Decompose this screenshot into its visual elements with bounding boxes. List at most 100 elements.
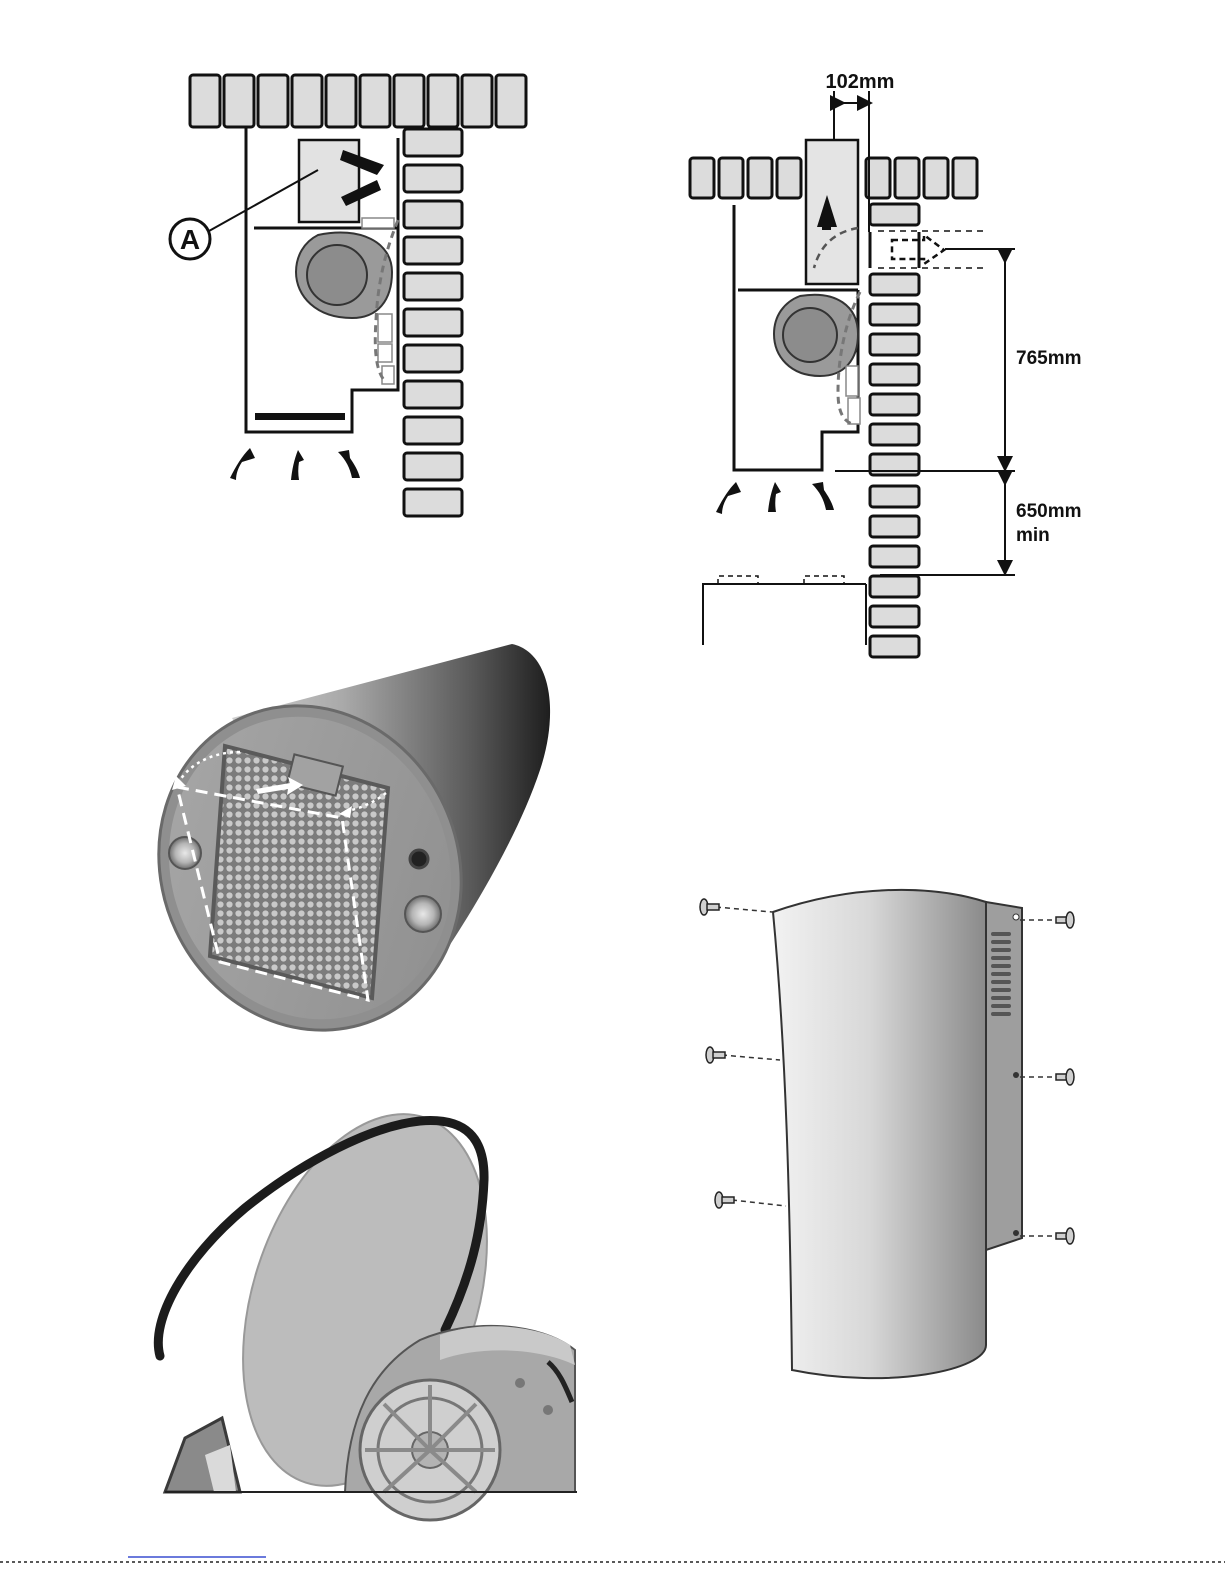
carbon-filter-box	[299, 140, 359, 222]
brick	[748, 158, 772, 198]
brick	[870, 486, 919, 507]
brick	[404, 165, 462, 192]
brick	[924, 158, 948, 198]
screw-shaft	[707, 904, 719, 910]
brick	[394, 75, 424, 127]
brick	[404, 381, 462, 408]
grease-filter	[255, 413, 345, 420]
screw-shaft	[713, 1052, 725, 1058]
screw-hole	[1013, 1072, 1019, 1078]
screw-head	[1066, 1228, 1074, 1244]
vent-slot	[991, 1004, 1011, 1008]
brick	[870, 364, 919, 385]
fan-impeller	[307, 245, 367, 305]
control-box	[378, 344, 392, 362]
cooktop-burner	[804, 576, 844, 584]
vent-slot	[991, 932, 1011, 936]
vent-slot	[991, 980, 1011, 984]
cooktop-burner	[718, 576, 758, 584]
control-box	[378, 314, 392, 342]
ducted-diagram: 102mm 765mm 650mm min	[690, 71, 1082, 657]
cooktop-outline	[703, 584, 866, 645]
intake-arrow	[230, 448, 255, 480]
screw-head	[1066, 912, 1074, 928]
screw-guide-line	[732, 1200, 786, 1206]
brick	[870, 606, 919, 627]
screw-shaft	[722, 1197, 734, 1203]
brick	[190, 75, 220, 127]
chimney-cover	[773, 890, 986, 1378]
brick	[719, 158, 743, 198]
brick	[690, 158, 714, 198]
brick	[404, 345, 462, 372]
screws-left	[700, 899, 734, 1208]
brick	[404, 201, 462, 228]
screw-head	[1066, 1069, 1074, 1085]
dimension-label-765mm: 765mm	[1016, 348, 1082, 369]
brick	[326, 75, 356, 127]
vent-slot	[991, 996, 1011, 1000]
intake-arrow	[291, 450, 304, 480]
vent-slot	[991, 964, 1011, 968]
brick	[496, 75, 526, 127]
ceiling-bricks	[190, 75, 526, 127]
recirculation-diagram: A	[170, 75, 526, 516]
dimension-label-102mm: 102mm	[826, 71, 895, 93]
screw	[700, 899, 719, 915]
screws-right	[1056, 912, 1074, 1244]
brick	[870, 576, 919, 597]
brick	[404, 129, 462, 156]
brick	[870, 636, 919, 657]
screw-head	[543, 1405, 553, 1415]
vent-slot	[991, 956, 1011, 960]
fan-impeller	[783, 308, 837, 362]
brick	[870, 274, 919, 295]
hood-underside-filter-photo	[106, 644, 550, 1080]
intake-arrow	[716, 482, 741, 514]
dimension-label-650mm: 650mm	[1016, 501, 1082, 522]
screw	[1056, 1228, 1074, 1244]
brick	[360, 75, 390, 127]
wall-bricks	[870, 204, 919, 657]
intake-arrow	[338, 450, 360, 478]
vent-slot	[991, 948, 1011, 952]
chimney-cover-screws-diagram	[700, 890, 1074, 1378]
brick	[870, 204, 919, 225]
brick	[404, 417, 462, 444]
brick	[404, 309, 462, 336]
brick	[870, 304, 919, 325]
brick	[870, 394, 919, 415]
brick	[404, 489, 462, 516]
screw	[1056, 1069, 1074, 1085]
light-lens	[169, 837, 201, 869]
brick	[258, 75, 288, 127]
brick	[870, 546, 919, 567]
screw	[706, 1047, 725, 1063]
callout-label: A	[180, 224, 200, 255]
brick	[870, 424, 919, 445]
brick	[870, 516, 919, 537]
wall-bricks	[404, 129, 462, 516]
control-box	[846, 366, 858, 396]
vent-slot	[991, 1012, 1011, 1016]
control-box	[362, 218, 394, 228]
brick	[224, 75, 254, 127]
wall-opening	[870, 232, 919, 268]
brick	[404, 273, 462, 300]
light-lens	[405, 896, 441, 932]
screw-hole	[1013, 1230, 1019, 1236]
control-box	[848, 398, 860, 424]
screw-head	[515, 1378, 525, 1388]
control-knob	[410, 850, 428, 868]
screw-hole	[1013, 914, 1019, 920]
intake-arrow	[768, 482, 781, 512]
vent-slot	[991, 972, 1011, 976]
screw-guide-line	[722, 1055, 780, 1060]
dimension-label-min: min	[1016, 525, 1050, 546]
brick	[462, 75, 492, 127]
brick	[777, 158, 801, 198]
screw	[1056, 912, 1074, 928]
brick	[895, 158, 919, 198]
control-box	[382, 366, 394, 384]
